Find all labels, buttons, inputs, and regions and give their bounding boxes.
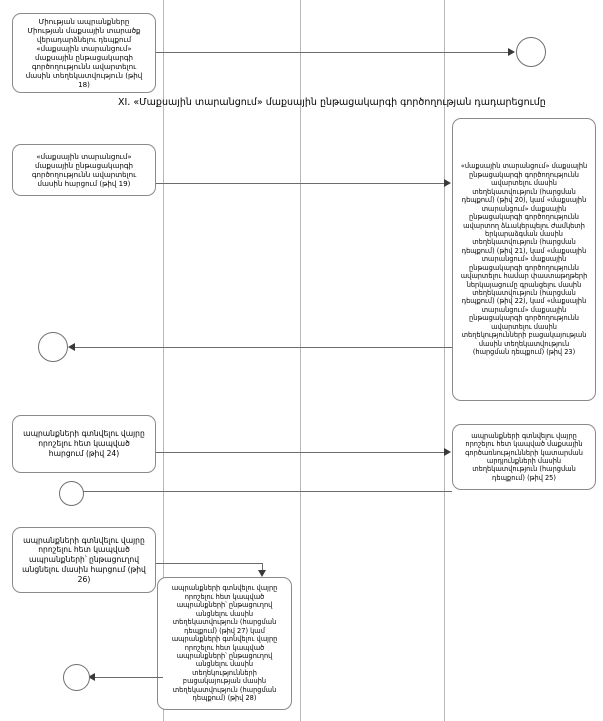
connector-box25-to-circle3: [82, 491, 452, 492]
arrowhead-into-box25: [444, 448, 451, 456]
arrowhead-into-box20: [444, 179, 451, 187]
process-box-25-label: ապրանքների գտնվելու վայրը որոշելու հետ կ…: [465, 431, 583, 482]
arrowhead-into-circle4: [88, 673, 95, 681]
process-box-19[interactable]: «մաքսային տարանցում» մաքսային ընթացակարգ…: [12, 144, 156, 196]
connector-box24-to-box25: [156, 452, 446, 453]
process-box-27-28[interactable]: ապրանքների գտնվելու վայրը որոշելու հետ կ…: [157, 577, 292, 710]
circle-connector-2[interactable]: [38, 332, 68, 362]
process-box-18[interactable]: Միության ապրանքները Միության մաքսային տա…: [12, 13, 156, 93]
section-heading: XI. «Մաքսային տարանցում» մաքսային ընթացա…: [118, 97, 546, 108]
connector-box18-to-circle1: [156, 52, 511, 53]
process-box-24-label: ապրանքների գտնվելու վայրը որոշելու հետ կ…: [23, 429, 145, 458]
process-box-24[interactable]: ապրանքների գտնվելու վայրը որոշելու հետ կ…: [12, 415, 156, 473]
process-box-20-23[interactable]: «մաքսային տարանցում» մաքսային ընթացակարգ…: [452, 118, 596, 401]
process-box-19-label: «մաքսային տարանցում» մաքսային ընթացակարգ…: [31, 151, 137, 189]
process-box-18-label: Միության ապրանքները Միության մաքսային տա…: [25, 16, 143, 90]
process-box-20-23-label: «մաքսային տարանցում» մաքսային ընթացակարգ…: [460, 162, 588, 357]
circle-connector-4[interactable]: [63, 664, 90, 691]
process-box-25[interactable]: ապրանքների գտնվելու վայրը որոշելու հետ կ…: [452, 424, 596, 490]
circle-connector-1[interactable]: [516, 37, 546, 67]
connector-box27-to-circle4: [94, 677, 163, 678]
circle-connector-3[interactable]: [59, 481, 84, 506]
arrowhead-into-circle1: [508, 48, 515, 56]
arrowhead-into-box27: [258, 570, 266, 577]
swimlane-divider-right: [444, 0, 445, 721]
swimlane-divider-left: [163, 0, 164, 721]
process-box-26-label: ապրանքների գտնվելու վայրը որոշելու հետ կ…: [22, 535, 146, 584]
connector-box26-down: [262, 563, 263, 572]
process-box-27-28-label: ապրանքների գտնվելու վայրը որոշելու հետ կ…: [171, 584, 278, 703]
connector-box20-to-circle2: [75, 347, 452, 348]
connector-box19-to-box20: [156, 183, 446, 184]
process-box-26[interactable]: ապրանքների գտնվելու վայրը որոշելու հետ կ…: [12, 527, 156, 593]
arrowhead-into-circle2: [68, 343, 75, 351]
connector-box26-right: [156, 563, 263, 564]
swimlane-divider-mid: [300, 0, 301, 721]
